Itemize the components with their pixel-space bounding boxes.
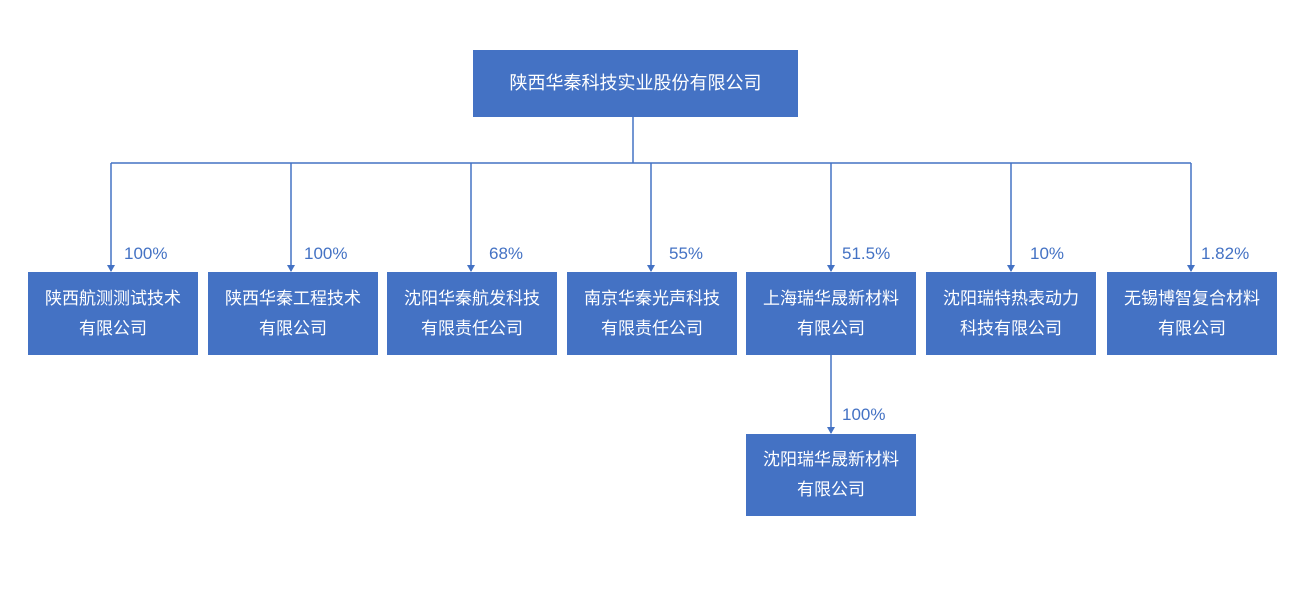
arrowhead-5 <box>827 265 835 272</box>
ownership-percent-7: 1.82% <box>1201 244 1250 263</box>
arrowhead-grandchild <box>827 427 835 434</box>
subsidiary-box-1: 陕西航测测试技术 有限公司 <box>28 272 198 355</box>
subsidiary-name-line2: 有限责任公司 <box>421 318 523 339</box>
ownership-percent-3: 68% <box>489 244 524 263</box>
arrowhead-1 <box>107 265 115 272</box>
subsidiary-box-2: 陕西华秦工程技术 有限公司 <box>208 272 378 355</box>
arrowhead-2 <box>287 265 295 272</box>
ownership-percent-6: 10% <box>1030 244 1065 263</box>
subsidiary-box-6: 沈阳瑞特热表动力 科技有限公司 <box>926 272 1096 355</box>
root-company-box: 陕西华秦科技实业股份有限公司 <box>473 50 798 117</box>
subsidiary-name-line2: 科技有限公司 <box>960 318 1062 339</box>
root-company-name: 陕西华秦科技实业股份有限公司 <box>509 72 762 94</box>
subsidiary-name-line2: 有限公司 <box>79 318 147 339</box>
ownership-percent-5: 51.5% <box>842 244 891 263</box>
grandchild-name-line1: 沈阳瑞华晟新材料 <box>763 450 899 470</box>
arrowhead-6 <box>1007 265 1015 272</box>
subsidiary-name-line2: 有限公司 <box>1158 318 1226 339</box>
subsidiary-name-line1: 沈阳瑞特热表动力 <box>943 288 1079 309</box>
subsidiary-name-line2: 有限责任公司 <box>601 318 703 339</box>
subsidiary-name-line1: 上海瑞华晟新材料 <box>763 288 899 309</box>
arrowhead-7 <box>1187 265 1195 272</box>
subsidiary-box-4: 南京华秦光声科技 有限责任公司 <box>567 272 737 355</box>
grandchild-box: 沈阳瑞华晟新材料 有限公司 <box>746 434 916 516</box>
ownership-percent-1: 100% <box>124 244 168 263</box>
subsidiary-name-line1: 陕西华秦工程技术 <box>225 288 361 309</box>
ownership-percent-2: 100% <box>304 244 348 263</box>
subsidiary-name-line1: 陕西航测测试技术 <box>45 288 181 309</box>
ownership-percent-grandchild: 100% <box>842 405 886 424</box>
subsidiary-box-7: 无锡博智复合材料 有限公司 <box>1107 272 1277 355</box>
arrowhead-3 <box>467 265 475 272</box>
ownership-percent-4: 55% <box>669 244 704 263</box>
subsidiary-name-line2: 有限公司 <box>797 318 865 339</box>
arrowhead-4 <box>647 265 655 272</box>
subsidiary-box-5: 上海瑞华晟新材料 有限公司 <box>746 272 916 355</box>
grandchild-name-line2: 有限公司 <box>797 480 865 500</box>
subsidiary-name-line1: 无锡博智复合材料 <box>1124 288 1260 309</box>
subsidiary-name-line2: 有限公司 <box>259 318 327 339</box>
subsidiary-box-3: 沈阳华秦航发科技 有限责任公司 <box>387 272 557 355</box>
subsidiary-name-line1: 沈阳华秦航发科技 <box>404 288 540 309</box>
subsidiary-name-line1: 南京华秦光声科技 <box>584 288 720 309</box>
